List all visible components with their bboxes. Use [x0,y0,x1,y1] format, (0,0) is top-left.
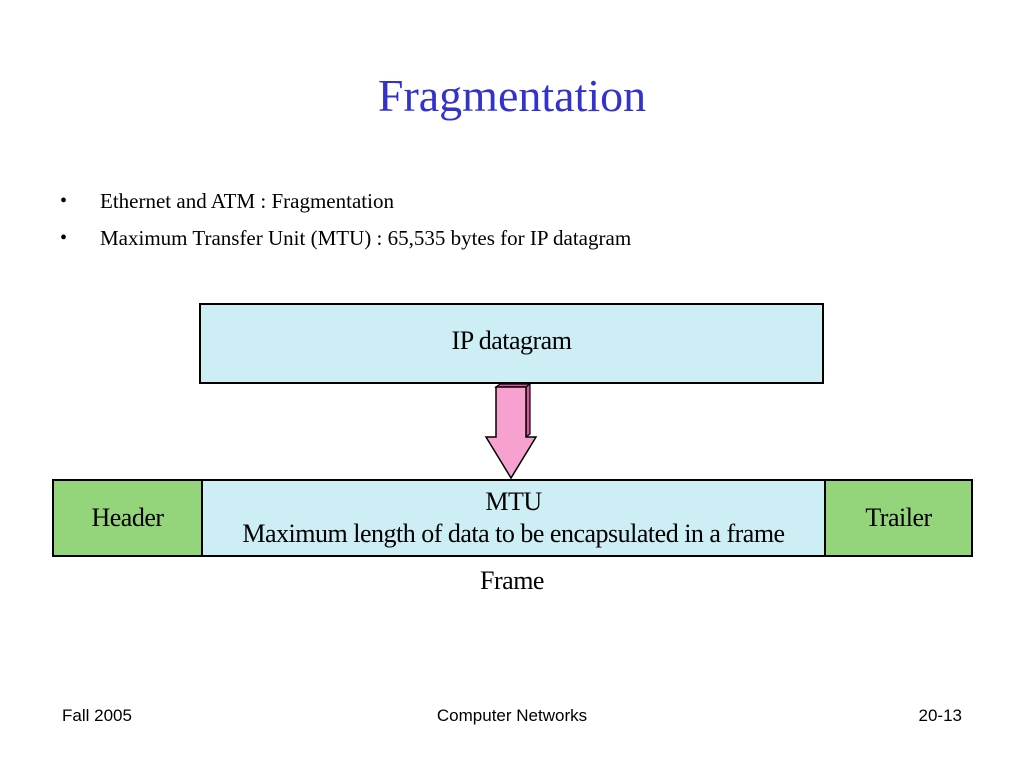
mtu-box: MTU Maximum length of data to be encapsu… [201,479,826,557]
bullet-dot-icon: • [60,227,68,249]
slide-title: Fragmentation [377,70,647,121]
header-box: Header [52,479,203,557]
bullet-dot-icon: • [60,190,68,212]
ip-datagram-label: IP datagram [451,325,572,355]
footer-date: Fall 2005 [62,706,132,725]
ip-datagram-box: IP datagram [199,303,824,384]
mtu-description: Maximum length of data to be encapsulate… [242,519,785,548]
trailer-label: Trailer [865,503,932,532]
bullet-text: Ethernet and ATM : Fragmentation [100,189,394,213]
frame-label: Frame [480,566,544,595]
mtu-label: MTU [485,487,542,516]
down-arrow-icon [484,384,538,480]
trailer-box: Trailer [824,479,973,557]
header-label: Header [91,503,164,532]
footer-course: Computer Networks [436,706,588,725]
arrow-front-face [484,386,538,480]
bullet-list: • Ethernet and ATM : Fragmentation • Max… [58,184,631,258]
footer-page-number: 20-13 [918,706,962,725]
bullet-item: • Ethernet and ATM : Fragmentation [58,184,631,221]
bullet-text: Maximum Transfer Unit (MTU) : 65,535 byt… [100,226,632,250]
bullet-item: • Maximum Transfer Unit (MTU) : 65,535 b… [58,221,631,258]
